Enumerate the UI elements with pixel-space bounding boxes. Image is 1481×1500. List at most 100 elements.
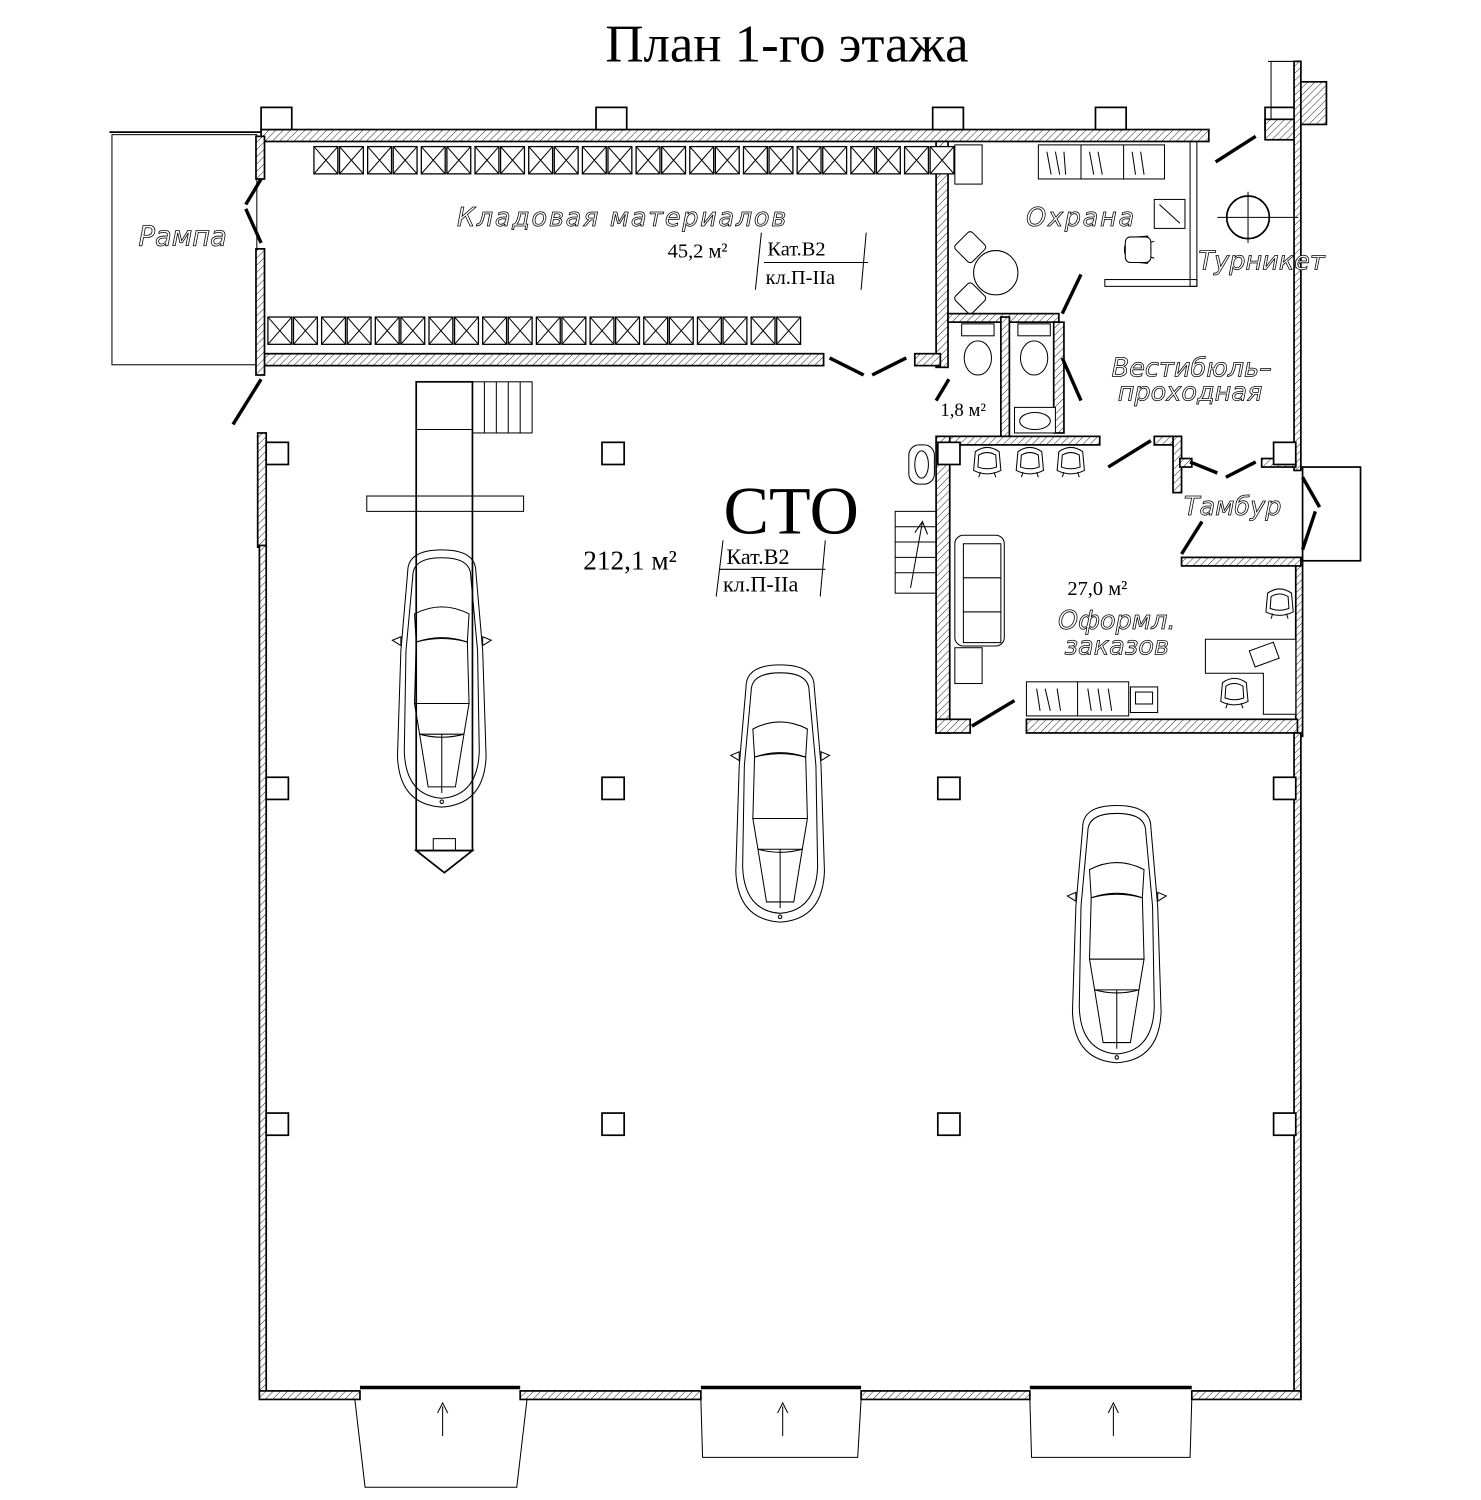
arrow-up-icon bbox=[1107, 1401, 1119, 1437]
storage-shelves-top bbox=[313, 145, 955, 175]
shelf-unit bbox=[696, 316, 722, 345]
plan-title: План 1-го этажа bbox=[605, 15, 968, 73]
shelf-unit bbox=[750, 316, 776, 345]
shelf-unit bbox=[374, 316, 400, 345]
shelf-unit bbox=[499, 145, 526, 175]
storage-area: 45,2 м² bbox=[668, 240, 728, 262]
shelf-unit bbox=[581, 145, 607, 175]
chair-icon bbox=[1220, 677, 1249, 709]
security-desk bbox=[1104, 140, 1198, 287]
sofa-icon bbox=[954, 534, 1005, 647]
shelf-unit bbox=[776, 316, 802, 345]
orders-walls bbox=[935, 435, 1299, 734]
orders-area: 27,0 м² bbox=[1067, 578, 1127, 600]
turnstile-label: Турникет bbox=[1199, 246, 1326, 276]
shelf-unit bbox=[722, 316, 748, 345]
storage-walls bbox=[255, 128, 1210, 376]
shelf-unit bbox=[267, 316, 293, 345]
chair-icon bbox=[1015, 446, 1044, 478]
ramp-label: Рампа bbox=[139, 221, 227, 252]
shelf-unit bbox=[366, 145, 393, 175]
shelf-unit bbox=[607, 145, 633, 175]
orders-cabinet bbox=[1025, 681, 1130, 717]
chair-icon bbox=[973, 446, 1002, 478]
shelf-unit bbox=[850, 145, 876, 175]
wc-area: 1,8 м² bbox=[940, 400, 986, 421]
vestibule-label-line1: Вестибюль– bbox=[1112, 354, 1272, 384]
computer-icon bbox=[1129, 686, 1159, 714]
wc-walls bbox=[936, 312, 1101, 446]
sink-icon bbox=[908, 444, 935, 485]
shelf-unit bbox=[929, 145, 955, 175]
gates bbox=[354, 1385, 1193, 1488]
security-cabinet bbox=[1037, 144, 1166, 180]
arrow-up-icon bbox=[437, 1401, 449, 1437]
shelf-unit bbox=[313, 145, 339, 175]
cto-label: СТО bbox=[723, 473, 858, 549]
chair-icon bbox=[1124, 236, 1152, 264]
shelf-unit bbox=[338, 145, 365, 175]
car-icon bbox=[391, 549, 492, 808]
chair-icon bbox=[1056, 446, 1085, 478]
security-label: Охрана bbox=[1026, 203, 1136, 233]
orders-label-line1: Оформл. bbox=[1058, 606, 1176, 636]
turnstile-icon bbox=[1217, 191, 1299, 243]
shelf-unit bbox=[822, 145, 848, 175]
top-columns bbox=[260, 106, 1297, 131]
right-walls bbox=[1264, 60, 1362, 738]
shelf-unit bbox=[446, 145, 472, 175]
shelf-unit bbox=[875, 145, 901, 175]
shelf-unit bbox=[346, 316, 372, 345]
shelf-unit bbox=[714, 145, 740, 175]
storage-category: Кат.В2 bbox=[767, 239, 825, 261]
shelf-unit bbox=[553, 145, 579, 175]
lift-icon bbox=[366, 380, 533, 874]
vestibule-label-line2: проходная bbox=[1118, 378, 1263, 408]
desk-icon bbox=[1204, 638, 1297, 715]
cto-area: 212,1 м² bbox=[583, 545, 677, 575]
shelf-unit bbox=[689, 145, 715, 175]
shelf-unit bbox=[507, 316, 533, 345]
shelf-unit bbox=[742, 145, 768, 175]
arrow-up-icon bbox=[777, 1401, 789, 1437]
storage-class: кл.П-IIa bbox=[766, 267, 836, 289]
shelf-unit bbox=[768, 145, 794, 175]
cto-walls bbox=[256, 432, 1302, 1401]
sink-icon bbox=[1013, 406, 1056, 434]
car-icon bbox=[1066, 804, 1167, 1064]
shelf-unit bbox=[528, 145, 554, 175]
shelf-unit bbox=[668, 316, 694, 345]
shelf-unit bbox=[615, 316, 641, 345]
shelf-unit bbox=[392, 145, 418, 175]
shelf-unit bbox=[292, 316, 318, 345]
shelf-unit bbox=[320, 316, 347, 345]
shelf-unit bbox=[643, 316, 669, 345]
hall-columns bbox=[265, 441, 1297, 1137]
shelf-unit bbox=[561, 316, 587, 345]
shelf-unit bbox=[535, 316, 561, 345]
orders-label-line2: заказов bbox=[1064, 632, 1169, 662]
storage-room-label: Кладовая материалов bbox=[457, 203, 788, 233]
ramp: Рампа bbox=[109, 131, 262, 366]
tambour-label: Тамбур bbox=[1184, 492, 1282, 522]
shelf-unit bbox=[474, 145, 500, 175]
cto-category: Кат.В2 bbox=[726, 544, 789, 569]
car-icon bbox=[730, 664, 831, 923]
shelf-unit bbox=[428, 316, 454, 345]
chair-icon bbox=[1265, 588, 1294, 620]
shelf-unit bbox=[796, 145, 822, 175]
storage-shelves-bottom bbox=[267, 316, 802, 345]
stair-icon bbox=[894, 510, 937, 594]
shelf-unit bbox=[400, 316, 426, 345]
shelf-unit bbox=[903, 145, 930, 175]
shelf-unit bbox=[420, 145, 446, 175]
shelf-unit bbox=[589, 316, 615, 345]
cto-class: кл.П-IIa bbox=[723, 571, 798, 596]
shelf-unit bbox=[661, 145, 687, 175]
shelf-unit bbox=[482, 316, 508, 345]
shelf-unit bbox=[453, 316, 480, 345]
toilet-icon bbox=[961, 323, 1051, 376]
security-table bbox=[954, 231, 1019, 315]
shelf-unit bbox=[635, 145, 661, 175]
